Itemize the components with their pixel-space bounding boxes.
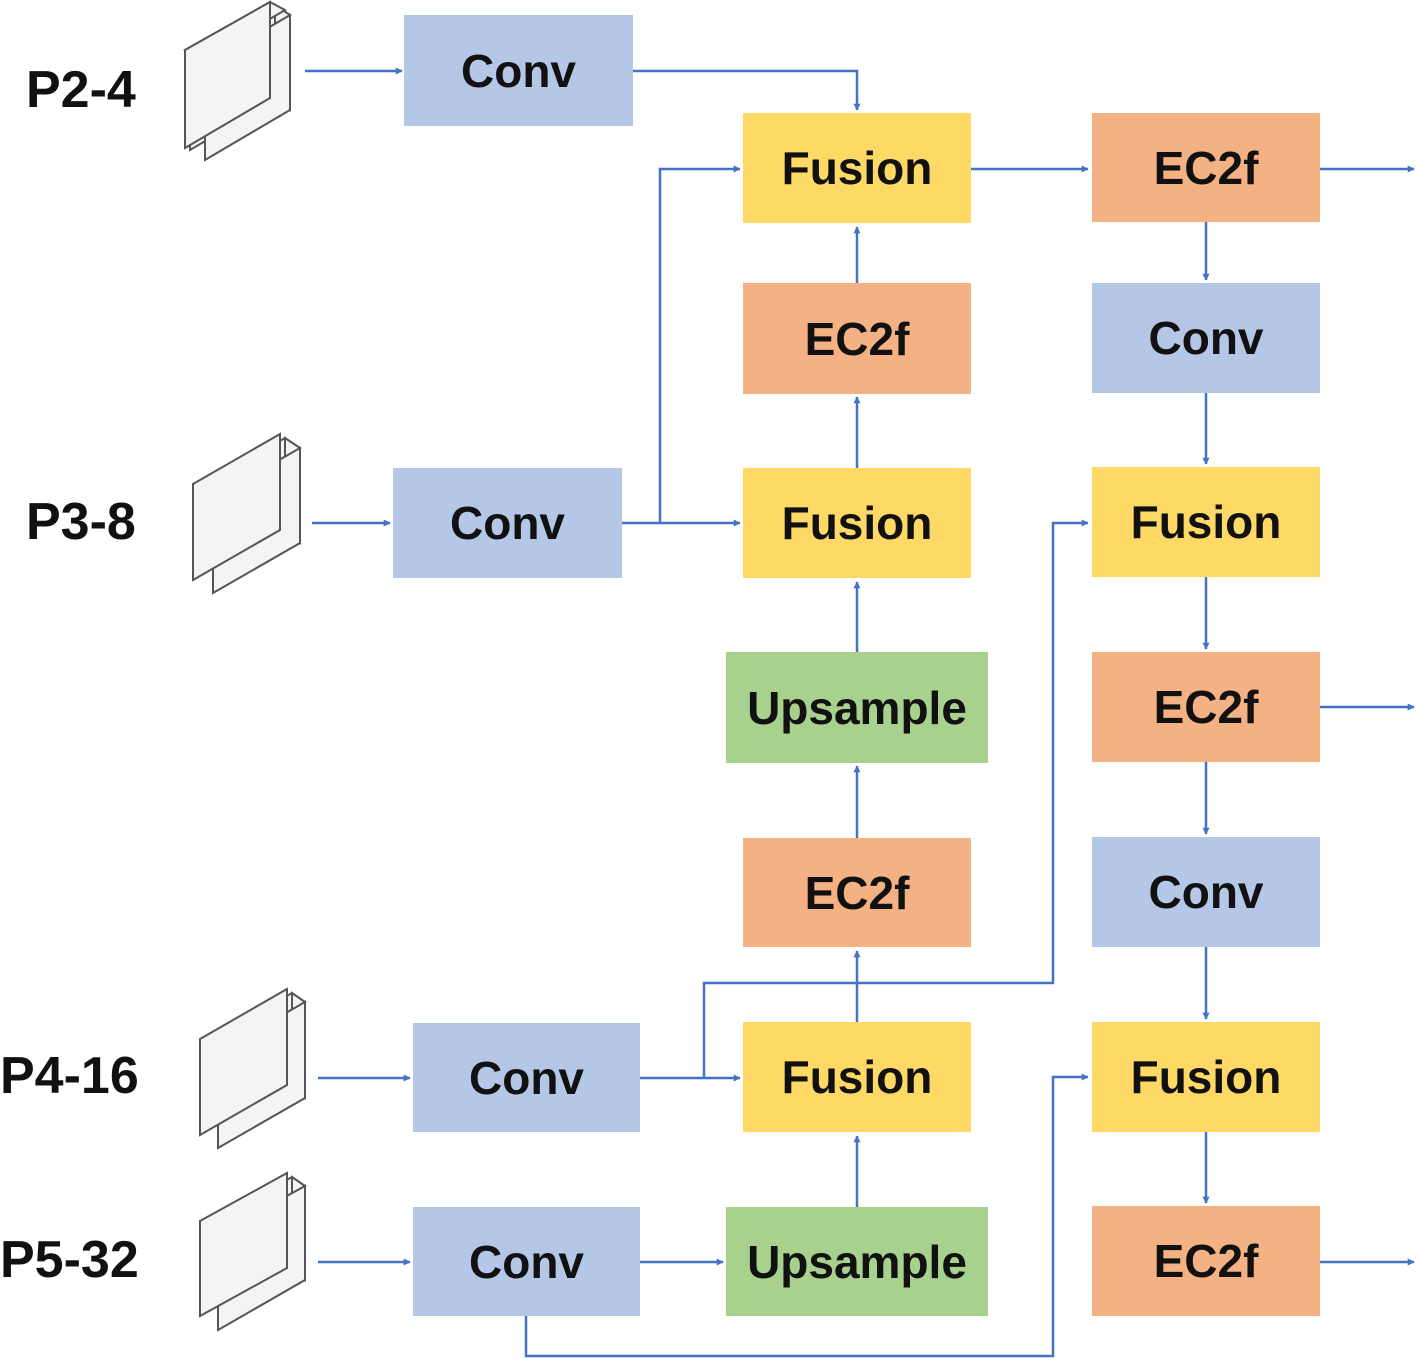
feature-map-icon-p3: [192, 432, 302, 595]
fusion-block-low: Fusion: [743, 1022, 971, 1132]
conv-block-a: Conv: [1092, 283, 1320, 393]
fusion-block-a: Fusion: [1092, 467, 1320, 577]
ec2f-block-upper: EC2f: [743, 283, 971, 394]
arrow-conv-p4-to-fusion-a: [702, 519, 1089, 1078]
arrow-conv-p5-to-fusion-b: [524, 1073, 1089, 1358]
conv-block-p3: Conv: [393, 468, 622, 578]
feature-map-icon-p2: [183, 0, 292, 162]
input-label-p5: P5-32: [0, 1231, 139, 1289]
arrow-conv-p2-to-fusion-top: [633, 69, 861, 111]
fusion-block-mid: Fusion: [743, 468, 971, 578]
fusion-block-b: Fusion: [1092, 1022, 1320, 1132]
conv-block-p4: Conv: [413, 1023, 640, 1132]
fusion-block-top: Fusion: [743, 113, 971, 223]
ec2f-block-lower: EC2f: [743, 838, 971, 947]
feature-map-icon-p5: [199, 1171, 307, 1332]
upsample-block-lower: Upsample: [726, 1207, 988, 1316]
input-label-p4: P4-16: [0, 1047, 139, 1105]
ec2f-block-out1: EC2f: [1092, 113, 1320, 222]
ec2f-block-out2: EC2f: [1092, 652, 1320, 762]
input-label-p2: P2-4: [26, 61, 136, 119]
conv-block-p5: Conv: [413, 1207, 640, 1316]
arrow-conv-p3-to-fusion-top: [658, 165, 741, 523]
upsample-block-upper: Upsample: [726, 652, 988, 763]
input-label-p3: P3-8: [26, 493, 136, 551]
feature-map-icon-p4: [199, 987, 307, 1150]
conv-block-p2: Conv: [404, 15, 633, 126]
conv-block-b: Conv: [1092, 837, 1320, 947]
ec2f-block-out3: EC2f: [1092, 1206, 1320, 1316]
